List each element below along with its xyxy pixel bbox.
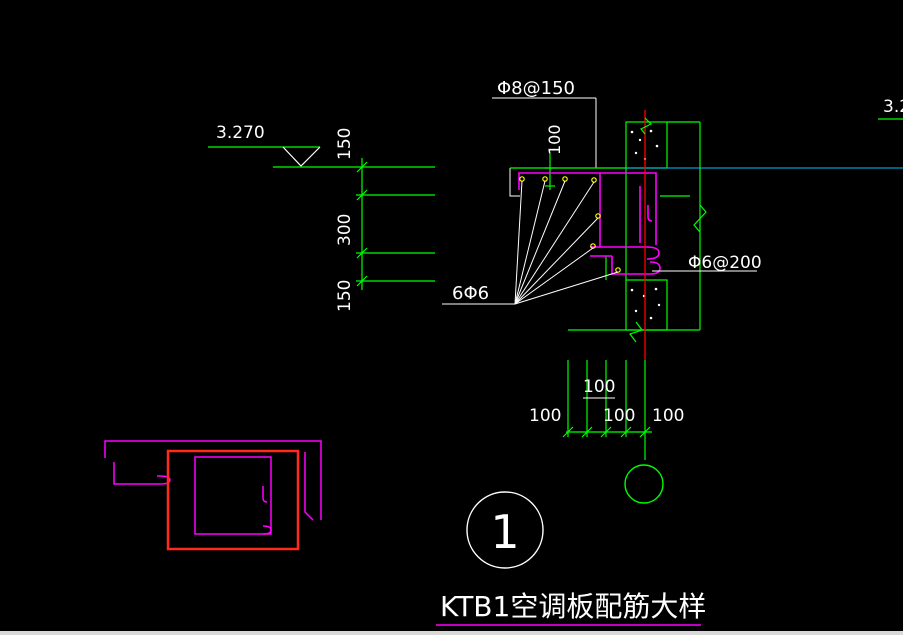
dim-bottom-left: 100 [529, 406, 561, 426]
bottom-dimension-chain: 100 100 100 100 [529, 360, 684, 460]
dim-bottom-right: 100 [652, 406, 684, 426]
drawing-title: KTB1空调板配筋大样 [440, 590, 706, 623]
dim-100-top: 100 [545, 124, 564, 155]
left-dimension-chain: 150 300 150 [335, 128, 435, 312]
drawing-title-block: KTB1空调板配筋大样 [436, 590, 706, 626]
dim-150-top: 150 [335, 128, 355, 160]
slab-outline [509, 167, 626, 280]
highlight-box [166, 449, 300, 551]
detail-number-bubble: 1 [466, 491, 544, 569]
rebar-side-label: Φ6@200 [688, 253, 762, 273]
top-dimension-100: 100 [545, 124, 564, 190]
dim-bottom-mid: 100 [603, 406, 635, 426]
rebar-bundle-label: 6Φ6 [452, 283, 489, 304]
rebar-side-callout: Φ6@200 [652, 253, 762, 273]
stirrup-detail [104, 440, 322, 551]
axis-bubble [624, 464, 664, 504]
elevation-marker: 3.270 [208, 123, 435, 168]
rebar-bundle-leaders [442, 180, 619, 305]
dim-150-bottom: 150 [335, 280, 355, 312]
dim-bottom-top: 100 [583, 377, 615, 397]
elevation-label: 3.270 [216, 123, 265, 143]
rebar-top-callout: Φ8@150 [492, 78, 597, 168]
axis-line [629, 110, 653, 360]
wall-section [568, 121, 903, 331]
slab-rebar [518, 172, 661, 275]
detail-number: 1 [490, 505, 519, 559]
viewport-bottom-edge [0, 631, 903, 635]
elevation-label-right: 3.2 [883, 97, 903, 117]
dim-300: 300 [335, 214, 355, 246]
rebar-top-label: Φ8@150 [497, 78, 575, 99]
elevation-marker-right: 3.2 [878, 97, 903, 120]
